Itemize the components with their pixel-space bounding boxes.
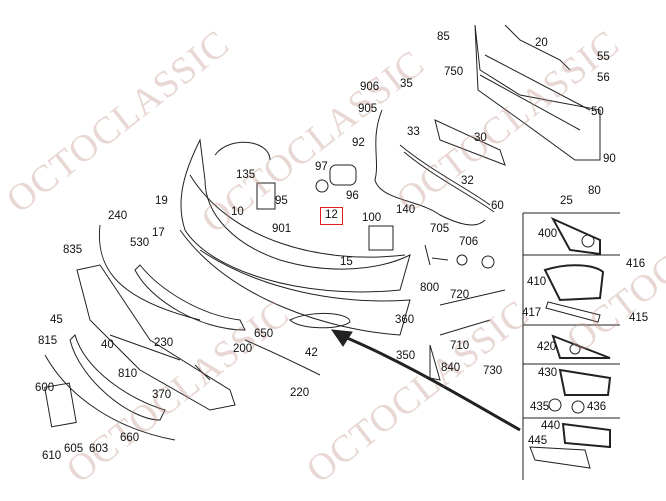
part-label-815[interactable]: 815 [38,335,58,347]
wiring-harness [374,109,486,226]
part-label-750[interactable]: 750 [444,66,464,78]
part-label-906[interactable]: 906 [360,81,380,93]
part-label-50[interactable]: 50 [591,106,604,118]
part-label-42[interactable]: 42 [305,347,318,359]
part-label-10[interactable]: 10 [231,206,244,218]
part-label-32[interactable]: 32 [461,175,474,187]
part-label-60[interactable]: 60 [491,200,504,212]
part-label-416[interactable]: 416 [626,258,646,270]
part-label-80[interactable]: 80 [588,185,601,197]
part-label-810[interactable]: 810 [118,368,138,380]
part-label-85[interactable]: 85 [437,31,450,43]
part-label-56[interactable]: 56 [597,72,610,84]
part-label-55[interactable]: 55 [597,51,610,63]
part-label-90[interactable]: 90 [603,153,616,165]
part-label-400[interactable]: 400 [538,228,558,240]
part-label-800[interactable]: 800 [420,282,440,294]
part-label-92[interactable]: 92 [352,137,365,149]
part-label-901[interactable]: 901 [272,223,292,235]
part-label-35[interactable]: 35 [400,78,413,90]
part-label-710[interactable]: 710 [450,340,470,352]
part-label-650[interactable]: 650 [254,328,274,340]
part-label-30[interactable]: 30 [474,132,487,144]
part-label-430[interactable]: 430 [538,367,558,379]
part-label-135[interactable]: 135 [236,169,256,181]
part-label-230[interactable]: 230 [154,337,174,349]
part-label-370[interactable]: 370 [152,389,172,401]
part-label-240[interactable]: 240 [108,210,128,222]
part-label-360[interactable]: 360 [395,314,415,326]
part-label-706[interactable]: 706 [459,236,479,248]
part-label-19[interactable]: 19 [155,195,168,207]
part-label-417[interactable]: 417 [522,307,542,319]
grille-810 [69,334,166,421]
part-label-25[interactable]: 25 [560,195,573,207]
part-label-15[interactable]: 15 [340,256,353,268]
part-label-600[interactable]: 600 [35,382,55,394]
grille-variants-panel [522,212,620,480]
pointer-arrow [339,333,521,432]
part-label-200[interactable]: 200 [233,343,253,355]
part-label-603[interactable]: 603 [89,443,109,455]
part-label-835[interactable]: 835 [63,244,83,256]
part-label-436[interactable]: 436 [587,401,607,413]
part-label-140[interactable]: 140 [396,204,416,216]
part-label-97[interactable]: 97 [315,161,328,173]
part-label-605[interactable]: 605 [64,443,84,455]
part-label-840[interactable]: 840 [441,362,461,374]
part-label-33[interactable]: 33 [407,126,420,138]
part-label-435[interactable]: 435 [530,401,550,413]
part-label-40[interactable]: 40 [101,339,114,351]
part-label-905[interactable]: 905 [358,103,378,115]
part-label-610[interactable]: 610 [42,450,62,462]
part-label-660[interactable]: 660 [120,432,140,444]
part-label-95[interactable]: 95 [275,195,288,207]
part-label-730[interactable]: 730 [483,365,503,377]
part-label-100[interactable]: 100 [362,212,382,224]
spoiler-40 [76,264,236,411]
part-label-220[interactable]: 220 [290,387,310,399]
part-label-440[interactable]: 440 [541,420,561,432]
part-label-12-highlighted[interactable]: 12 [320,207,343,225]
part-label-530[interactable]: 530 [130,237,150,249]
part-label-415[interactable]: 415 [629,312,649,324]
part-label-20[interactable]: 20 [535,37,548,49]
part-label-350[interactable]: 350 [396,350,416,362]
bumper-cover [180,138,411,293]
part-label-705[interactable]: 705 [430,223,450,235]
part-label-17[interactable]: 17 [152,227,165,239]
part-label-445[interactable]: 445 [528,435,548,447]
part-label-45[interactable]: 45 [50,314,63,326]
part-label-420[interactable]: 420 [537,341,557,353]
part-label-720[interactable]: 720 [450,289,470,301]
part-label-96[interactable]: 96 [346,190,359,202]
reinforcement-bar [474,24,601,161]
part-label-410[interactable]: 410 [527,276,547,288]
grille-230 [134,264,246,331]
